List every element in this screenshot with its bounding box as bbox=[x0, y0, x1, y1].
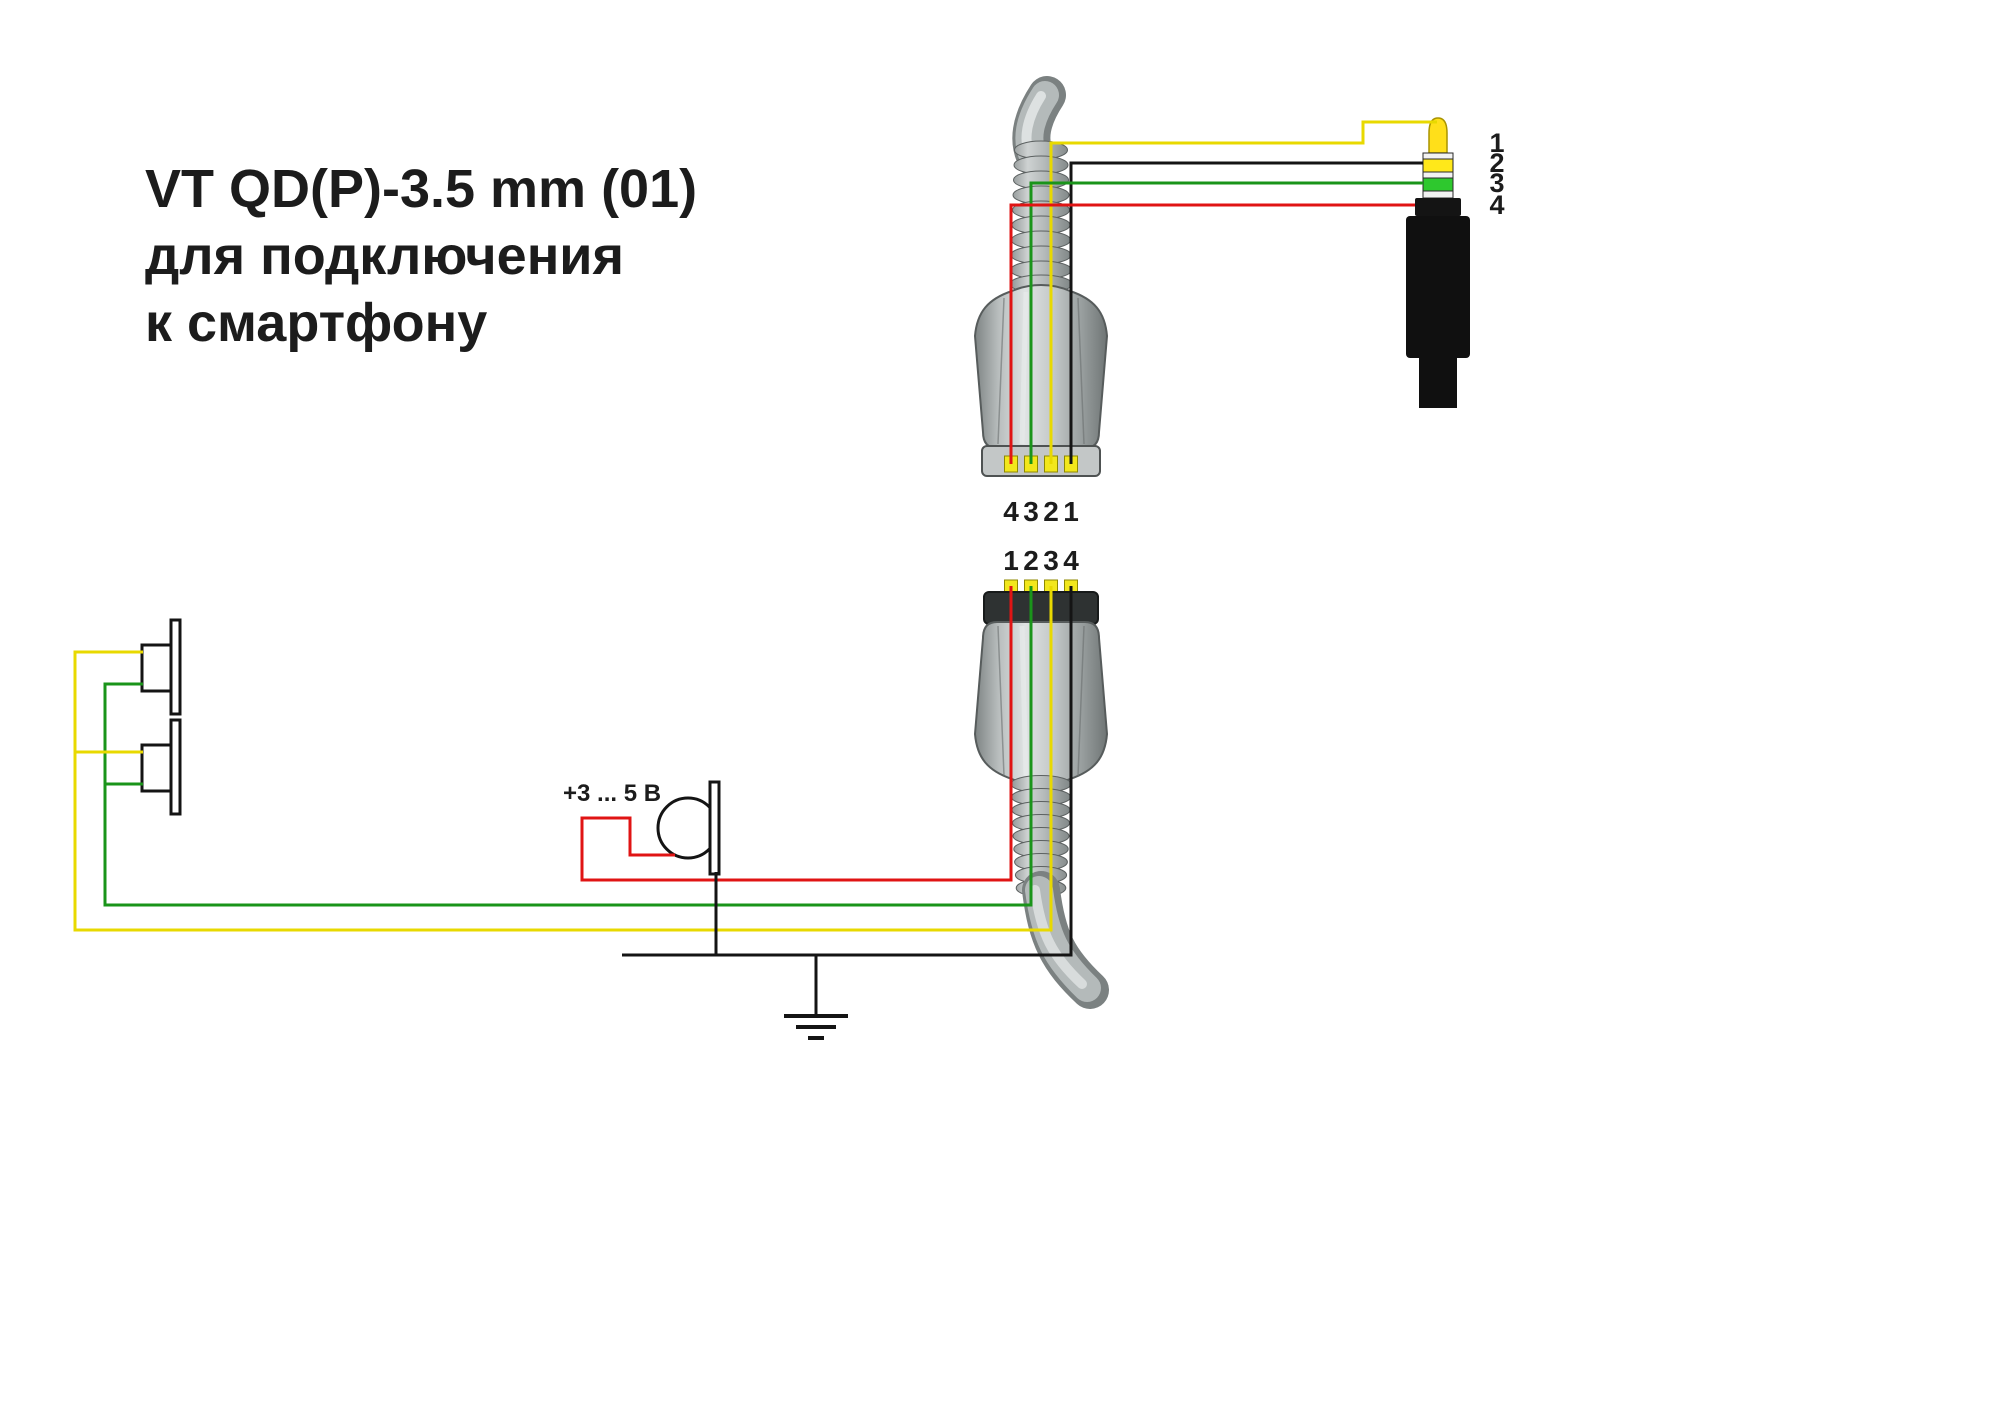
pin-label: 2 bbox=[1023, 545, 1039, 576]
wires bbox=[73, 120, 1437, 1014]
wire-red-bottom bbox=[580, 586, 1013, 882]
wire-yellow-bottom bbox=[73, 586, 1053, 932]
pin-label: 4 bbox=[1063, 545, 1079, 576]
jack-insulator-ring bbox=[1422, 190, 1454, 199]
body-seam bbox=[997, 297, 1005, 445]
wire-black-bottom bbox=[622, 586, 1073, 957]
connector-body bbox=[973, 284, 1109, 449]
bottom-qd-connector: 1 2 3 4 bbox=[973, 545, 1109, 1009]
title: VT QD(P)-3.5 mm (01) для подключения к с… bbox=[145, 159, 697, 353]
body-highlight bbox=[1019, 625, 1029, 779]
jack-pin-labels: 1 2 3 4 bbox=[1489, 128, 1504, 220]
wire-yellow-top bbox=[1049, 120, 1437, 464]
jack-body bbox=[1406, 216, 1470, 358]
mic-plate bbox=[708, 780, 721, 876]
top-qd-connector: 4 3 2 1 bbox=[973, 76, 1109, 527]
mating-face bbox=[983, 591, 1099, 625]
jack-barrel bbox=[1419, 358, 1457, 408]
wire-red-top bbox=[1009, 203, 1415, 464]
pin-label: 3 bbox=[1023, 496, 1039, 527]
pin-label: 3 bbox=[1043, 545, 1059, 576]
jack-pin-label: 4 bbox=[1489, 190, 1504, 220]
jack-pin-label: 3 bbox=[1489, 168, 1504, 198]
strain-relief bbox=[1009, 140, 1073, 294]
body-seam bbox=[1077, 625, 1085, 777]
connector-body bbox=[973, 621, 1109, 786]
jack-insulator-ring bbox=[1422, 171, 1454, 179]
jack-collar bbox=[1415, 198, 1461, 216]
pin-label: 2 bbox=[1043, 496, 1059, 527]
speaker-magnet bbox=[140, 743, 173, 793]
jack-insulator-ring bbox=[1422, 152, 1454, 160]
bottom-connector-pin-labels: 1 2 3 4 bbox=[1003, 545, 1079, 576]
cable-highlight bbox=[1030, 885, 1087, 989]
pin-label: 4 bbox=[1003, 496, 1019, 527]
jack-pin-label: 2 bbox=[1489, 148, 1504, 178]
mic-voltage-label: +3 ... 5 В bbox=[563, 780, 661, 807]
wire-green-bottom bbox=[103, 586, 1033, 907]
pin-label: 1 bbox=[1063, 496, 1079, 527]
jack-ring-3 bbox=[1422, 177, 1454, 192]
jack-ring-2 bbox=[1422, 158, 1454, 173]
ground-symbol bbox=[784, 1014, 848, 1040]
jack-pin-label: 1 bbox=[1489, 128, 1504, 158]
body-seam bbox=[1077, 297, 1085, 445]
title-line-2: для подключения bbox=[145, 226, 624, 286]
body-seam bbox=[997, 625, 1005, 777]
title-line-1: VT QD(P)-3.5 mm (01) bbox=[145, 159, 697, 219]
jack-tip bbox=[1428, 117, 1448, 154]
microphone: +3 ... 5 В bbox=[563, 780, 721, 876]
top-connector-pin-labels: 4 3 2 1 bbox=[1003, 496, 1079, 527]
mating-face bbox=[981, 445, 1101, 477]
title-line-3: к смартфону bbox=[145, 293, 487, 353]
pin-label: 1 bbox=[1003, 545, 1019, 576]
speaker-magnet bbox=[140, 643, 173, 693]
trrs-jack-3-5mm: 1 2 3 4 bbox=[1406, 117, 1505, 408]
wire-green-top bbox=[1029, 181, 1423, 464]
speaker-bottom bbox=[140, 718, 182, 816]
speaker-top bbox=[140, 618, 182, 716]
body-highlight bbox=[1019, 291, 1029, 445]
wire-black-top bbox=[1069, 161, 1423, 464]
